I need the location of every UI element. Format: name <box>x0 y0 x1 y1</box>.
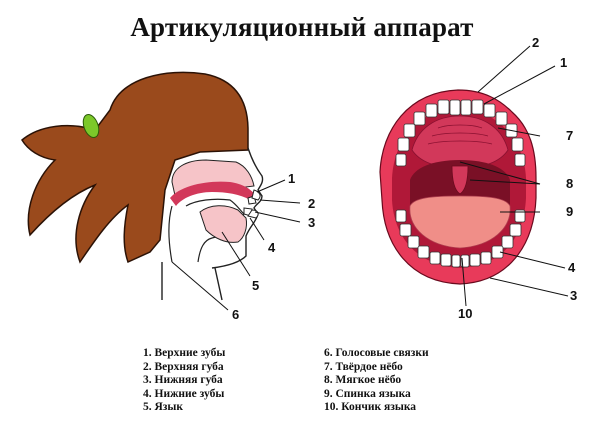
legend-item: 10. Кончик языка <box>324 401 417 414</box>
side-view-leaders <box>171 179 301 311</box>
face-profile <box>211 147 264 269</box>
upper-lip-side <box>251 189 261 201</box>
front-label-10: 10 <box>458 306 472 321</box>
front-label-7: 7 <box>566 128 573 143</box>
front-label-8: 8 <box>566 176 573 191</box>
front-label-9: 9 <box>566 204 573 219</box>
side-label-4: 4 <box>268 240 276 255</box>
upper-teeth-front <box>395 99 526 167</box>
front-view <box>379 89 537 285</box>
side-label-1: 1 <box>288 171 295 186</box>
diagram-title: Артикуляционный аппарат <box>130 12 474 42</box>
palate-side <box>170 181 256 206</box>
legend-item: 3. Нижняя губа <box>143 374 223 387</box>
front-view-leaders <box>459 45 569 307</box>
front-label-4: 4 <box>568 260 576 275</box>
hair-tie-icon <box>82 113 100 139</box>
legend-right: 6. Голосовые связки 7. Твёрдое нёбо 8. М… <box>324 347 429 415</box>
lower-teeth-front <box>395 209 526 268</box>
hair <box>21 71 249 264</box>
side-label-5: 5 <box>252 278 259 293</box>
side-label-2: 2 <box>308 196 315 211</box>
legend-item: 4. Нижние зубы <box>143 387 225 400</box>
side-label-6: 6 <box>232 307 239 322</box>
legend-item: 2. Верхняя губа <box>143 360 224 373</box>
front-label-1: 1 <box>560 55 567 70</box>
palate-ridges <box>427 124 493 145</box>
legend-left: 1. Верхние зубы 2. Верхняя губа 3. Нижня… <box>143 347 225 415</box>
legend-item: 8. Мягкое нёбо <box>324 374 402 387</box>
front-label-2: 2 <box>532 35 539 50</box>
front-label-3: 3 <box>570 288 577 303</box>
legend-item: 1. Верхние зубы <box>143 347 226 359</box>
side-label-3: 3 <box>308 215 315 230</box>
legend-item: 9. Спинка языка <box>324 387 411 400</box>
side-view <box>21 71 264 301</box>
legend-item: 5. Язык <box>143 401 184 414</box>
neck <box>161 262 223 301</box>
legend-item: 7. Твёрдое нёбо <box>324 360 403 373</box>
uvula <box>451 165 469 195</box>
legend-item: 6. Голосовые связки <box>324 347 429 359</box>
tongue-side <box>199 205 247 243</box>
